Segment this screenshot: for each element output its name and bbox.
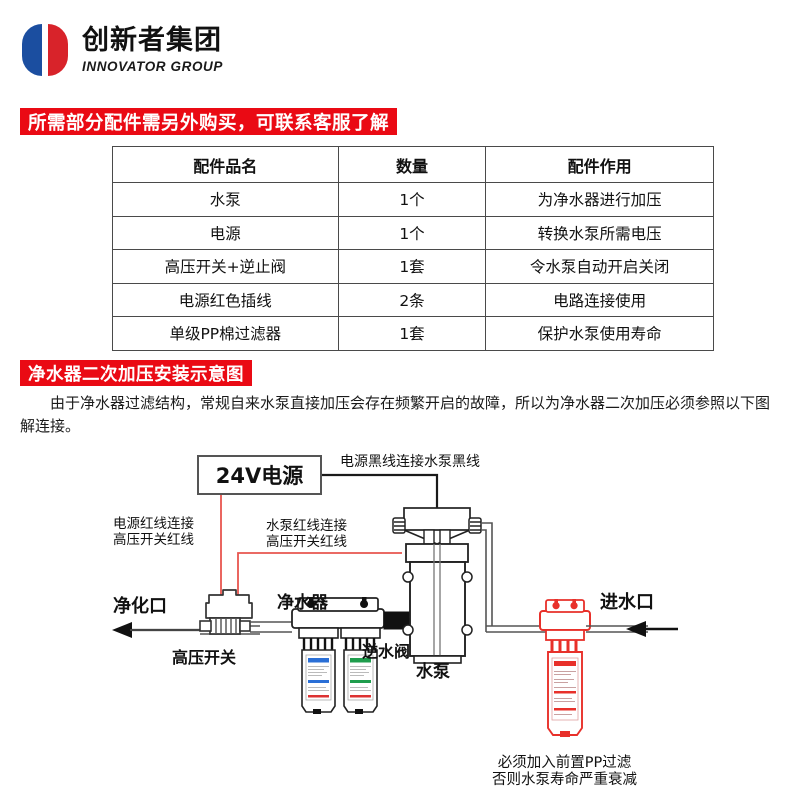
parts-table: 配件品名 数量 配件作用 水泵 1个 为净水器进行加压 电源 1个 转换水泵所需…	[112, 146, 714, 351]
cell-part-name: 电源	[112, 215, 339, 250]
high-pressure-switch-icon	[199, 589, 253, 635]
label-red-wire-psu: 电源红线连接 高压开关红线	[113, 516, 194, 549]
table-row: 电源 1个 转换水泵所需电压	[112, 215, 714, 250]
cell-part-name: 单级PP棉过滤器	[112, 316, 339, 351]
red-wire-pump-to-switch	[237, 552, 402, 603]
table-row: 高压开关+逆止阀 1套 令水泵自动开启关闭	[112, 249, 714, 284]
water-purifier-icon	[291, 597, 385, 714]
cell-part-name: 水泵	[112, 182, 339, 217]
brand-logo: 创新者集团 INNOVATOR GROUP	[22, 24, 223, 76]
label-water-pump: 水泵	[416, 662, 450, 682]
table-row: 单级PP棉过滤器 1套 保护水泵使用寿命	[112, 316, 714, 351]
table-row: 电源红色插线 2条 电路连接使用	[112, 282, 714, 317]
black-wire-path	[322, 473, 439, 510]
logo-half-blue	[22, 24, 42, 76]
cell-part-name: 电源红色插线	[112, 282, 339, 317]
water-pump-icon	[392, 507, 482, 664]
intro-paragraph: 由于净水器过滤结构，常规自来水泵直接加压会存在频繁开启的故障，所以为净水器二次加…	[20, 394, 771, 436]
label-black-wire: 电源黑线连接水泵黑线	[340, 454, 480, 470]
cell-function: 令水泵自动开启关闭	[485, 249, 714, 284]
label-check-valve: 逆水阀	[362, 642, 411, 661]
diagram-svg	[112, 473, 678, 737]
cell-function: 转换水泵所需电压	[485, 215, 714, 250]
logo-half-red	[48, 24, 68, 76]
inlet-pipe	[586, 621, 678, 637]
prefilter-note: 必须加入前置PP过滤 否则水泵寿命严重衰减	[492, 755, 637, 789]
cell-part-name: 高压开关+逆止阀	[112, 249, 339, 284]
cell-function: 电路连接使用	[485, 282, 714, 317]
check-valve-icon	[383, 611, 410, 630]
logo-text-group: 创新者集团 INNOVATOR GROUP	[82, 27, 223, 74]
cell-quantity: 1套	[337, 316, 487, 351]
label-water-inlet: 进水口	[600, 592, 654, 613]
diagram-section-banner: 净水器二次加压安装示意图	[20, 360, 252, 386]
cell-function: 为净水器进行加压	[485, 182, 714, 217]
cell-function: 保护水泵使用寿命	[485, 316, 714, 351]
label-red-wire-pump: 水泵红线连接 高压开关红线	[266, 518, 347, 551]
cell-quantity: 1个	[337, 215, 487, 250]
header-quantity: 数量	[337, 146, 487, 183]
label-high-pressure-switch: 高压开关	[172, 648, 237, 667]
header-function: 配件作用	[485, 146, 714, 183]
label-purified-outlet: 净化口	[113, 596, 167, 617]
label-water-purifier: 净水器	[277, 593, 328, 613]
installation-diagram: 24V电源 电源黑线连接水泵黑线 电源红线连接 高压开关红线 水泵红线连接 高压…	[0, 440, 800, 800]
cell-quantity: 2条	[337, 282, 487, 317]
logo-chinese-name: 创新者集团	[82, 24, 222, 56]
table-header-row: 配件品名 数量 配件作用	[112, 146, 714, 183]
flag-roundel-icon	[22, 24, 68, 76]
power-supply-box: 24V电源	[197, 455, 322, 495]
switch-to-purifier-pipe	[250, 621, 292, 633]
cell-quantity: 1个	[337, 182, 487, 217]
pump-to-prefilter-tube	[481, 522, 548, 633]
header-part-name: 配件品名	[112, 146, 339, 183]
logo-english-name: INNOVATOR GROUP	[82, 58, 224, 74]
cell-quantity: 1套	[337, 249, 487, 284]
purifier-cartridge-right	[340, 627, 381, 714]
parts-section-banner: 所需部分配件需另外购买，可联系客服了解	[20, 108, 398, 135]
purifier-cartridge-left	[298, 627, 339, 714]
pp-prefilter-icon	[539, 599, 591, 737]
table-row: 水泵 1个 为净水器进行加压	[112, 182, 714, 217]
